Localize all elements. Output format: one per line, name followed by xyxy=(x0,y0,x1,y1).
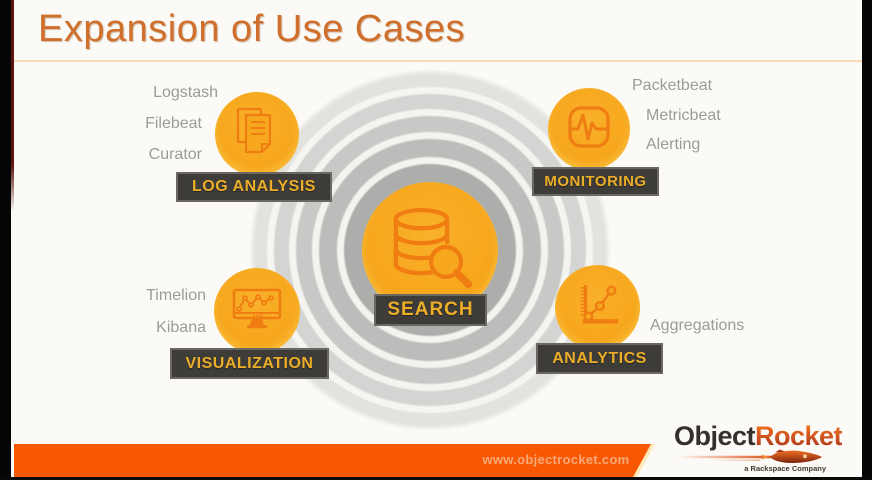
item-curator: Curator xyxy=(148,146,202,163)
item-logstash: Logstash xyxy=(153,84,218,101)
item-packetbeat: Packetbeat xyxy=(632,77,713,94)
item-metricbeat: Metricbeat xyxy=(646,107,721,124)
footer-banner: www.objectrocket.com xyxy=(14,444,651,477)
item-aggregations: Aggregations xyxy=(650,317,745,334)
documents-icon xyxy=(233,106,281,163)
node-log-analysis-circle xyxy=(215,92,299,176)
label-search: SEARCH xyxy=(374,294,487,326)
logo-tagline: a Rackspace Company xyxy=(744,464,826,473)
node-analytics-circle xyxy=(555,265,640,350)
letterbox-right xyxy=(862,0,872,480)
website-url: www.objectrocket.com xyxy=(482,452,630,467)
item-kibana: Kibana xyxy=(156,319,206,336)
logo-wordmark: ObjectRocket xyxy=(674,421,843,451)
label-analytics: ANALYTICS xyxy=(536,343,663,374)
growth-chart-icon xyxy=(573,282,623,333)
logo-word-rocket: Rocket xyxy=(755,421,843,451)
objectrocket-logo: ObjectRocket xyxy=(674,421,843,475)
item-alerting: Alerting xyxy=(646,136,701,153)
label-visualization: VISUALIZATION xyxy=(170,348,329,379)
left-accent-stripe xyxy=(11,0,14,212)
item-filebeat: Filebeat xyxy=(145,115,202,132)
label-monitoring: MONITORING xyxy=(532,167,659,196)
node-monitoring-circle xyxy=(548,88,630,170)
hub-search-circle xyxy=(362,182,498,318)
database-search-icon xyxy=(383,201,477,300)
label-log-analysis: LOG ANALYSIS xyxy=(176,172,332,202)
title-divider xyxy=(14,60,862,62)
logo-word-object: Object xyxy=(674,421,756,451)
letterbox-left xyxy=(0,0,11,480)
page-title: Expansion of Use Cases xyxy=(38,8,466,50)
letterbox-bottom xyxy=(0,477,872,480)
rocket-icon xyxy=(674,449,824,470)
node-visualization-circle xyxy=(214,268,300,354)
heartbeat-icon xyxy=(564,102,614,157)
monitor-chart-icon xyxy=(231,286,283,337)
item-timelion: Timelion xyxy=(146,287,206,304)
